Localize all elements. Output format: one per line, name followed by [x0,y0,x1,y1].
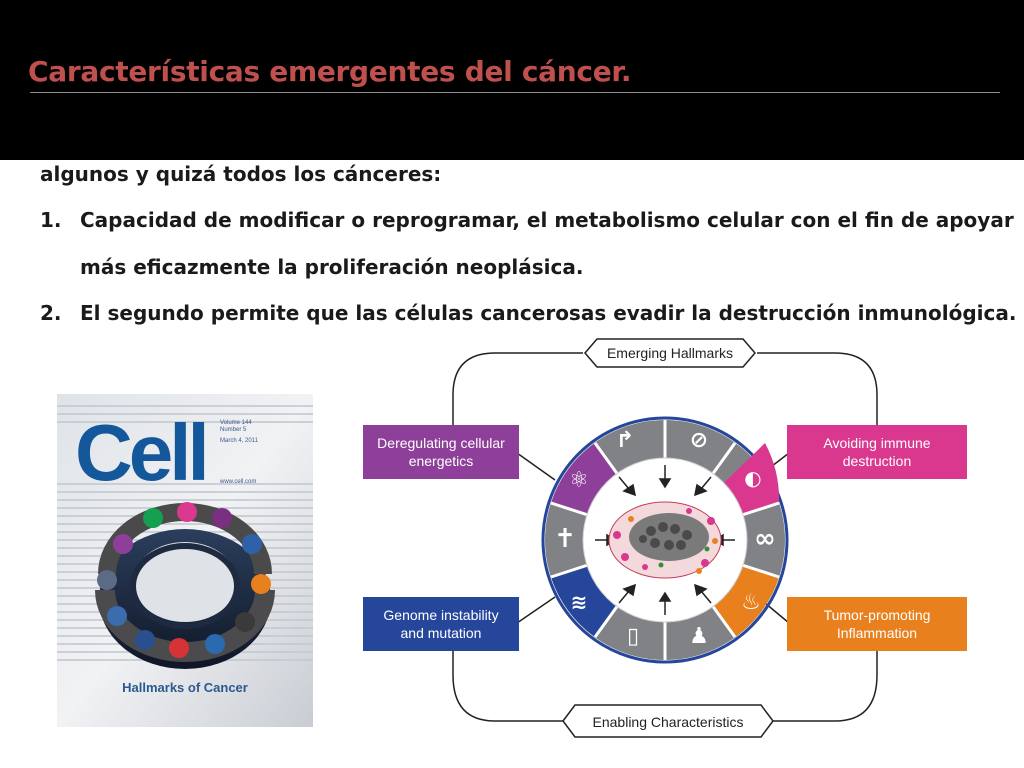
svg-text:energetics: energetics [409,453,474,469]
no-symbol-icon: ⊘ [690,428,708,453]
list-item-1-line1: Capacidad de modificar o reprogramar, el… [80,208,1014,232]
cover-website: www.cell.com [219,479,256,485]
slide-header: Características emergentes del cáncer. [0,0,1024,160]
svg-text:Inflammation: Inflammation [837,625,917,641]
slide-title: Características emergentes del cáncer. [28,55,632,88]
tumor-microenvironment [608,501,722,579]
svg-text:Emerging Hallmarks: Emerging Hallmarks [607,345,733,361]
svg-text:Genome instability: Genome instability [383,607,498,623]
box-avoiding-immune-destruction: Avoiding immune destruction [787,425,967,479]
svg-text:Avoiding immune: Avoiding immune [823,435,930,451]
emerging-hallmarks-label: Emerging Hallmarks [584,338,756,368]
svg-text:Deregulating cellular: Deregulating cellular [377,435,505,451]
intro-line: algunos y quizá todos los cánceres: [40,162,442,186]
hallmarks-diagram: Emerging Hallmarks Enabling Characterist… [355,335,975,740]
cover-volume: Volume 144 [220,420,252,426]
ghost-cell-icon: ♟ [689,624,709,649]
cover-caption: Hallmarks of Cancer [122,680,248,695]
cover-date: March 4, 2011 [220,438,259,444]
list-item-2-line1: El segundo permite que las células cance… [80,301,1017,325]
growth-arrow-icon: ↱ [616,428,634,453]
svg-text:Enabling Characteristics: Enabling Characteristics [593,714,744,730]
list-item-1-line2: más eficazmente la proliferación neoplás… [80,255,584,279]
atom-icon: ⚛ [569,468,589,493]
list-number-1: 1. [40,208,62,232]
tombstone-cross-icon: ✝ [554,524,576,554]
blood-vessel-icon: ▯ [627,624,639,649]
box-deregulating-energetics: Deregulating cellular energetics [363,425,519,479]
hallmarks-ring [95,502,275,669]
cover-number: Number 5 [220,427,247,433]
box-tumor-promoting-inflammation: Tumor-promoting Inflammation [787,597,967,651]
immune-cell-icon: ◐ [744,466,761,490]
cell-journal-cover: Cell Volume 144 Number 5 March 4, 2011 w… [57,394,313,727]
cell-logo: Cell [75,408,206,497]
list-number-2: 2. [40,301,62,325]
svg-text:destruction: destruction [843,453,911,469]
title-divider [30,92,1000,93]
infinity-icon: ∞ [754,524,776,554]
svg-text:Tumor-promoting: Tumor-promoting [824,607,931,623]
enabling-characteristics-label: Enabling Characteristics [562,704,774,738]
box-genome-instability: Genome instability and mutation [363,597,519,651]
hallmarks-wheel: ↱ ⊘ ◐ ∞ ♨ ♟ ▯ ≋ ✝ ⚛ [541,416,789,664]
dna-icon: ≋ [571,590,588,614]
svg-text:and mutation: and mutation [401,625,482,641]
flame-icon: ♨ [741,590,761,615]
